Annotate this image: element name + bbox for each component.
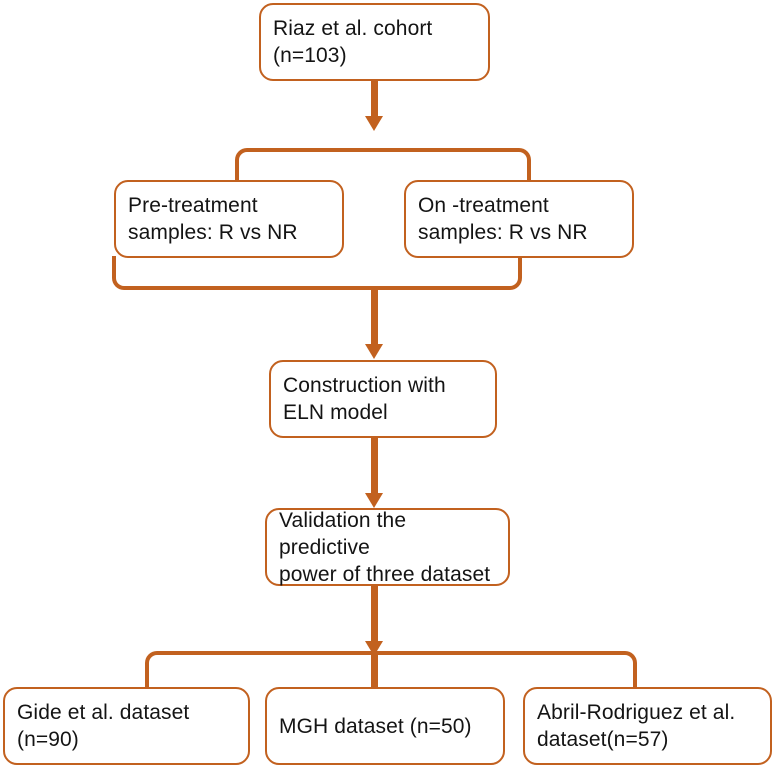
node-pre-treatment-label: Pre-treatment samples: R vs NR xyxy=(128,194,298,244)
node-gide-dataset-label: Gide et al. dataset (n=90) xyxy=(17,701,190,751)
edge-split-datasets-bracket xyxy=(145,651,637,689)
node-on-treatment[interactable]: On -treatment samples: R vs NR xyxy=(404,180,634,258)
node-validation-label: Validation the predictive power of three… xyxy=(279,508,491,586)
node-validation[interactable]: Validation the predictive power of three… xyxy=(265,508,510,586)
node-on-treatment-label: On -treatment samples: R vs NR xyxy=(418,194,588,244)
node-gide-dataset[interactable]: Gide et al. dataset (n=90) xyxy=(3,687,250,765)
node-abril-rodriguez-dataset[interactable]: Abril-Rodriguez et al. dataset(n=57) xyxy=(523,687,772,765)
node-eln-model-label: Construction with ELN model xyxy=(283,374,446,424)
node-riaz-cohort-label: Riaz et al. cohort (n=103) xyxy=(273,17,433,67)
node-pre-treatment[interactable]: Pre-treatment samples: R vs NR xyxy=(114,180,344,258)
edge-validation-arrowhead xyxy=(365,641,383,656)
edge-merge-treatment-bracket xyxy=(112,256,522,290)
edge-validation-stem xyxy=(371,586,378,646)
edge-merge-to-eln-arrowhead xyxy=(365,344,383,359)
node-abril-rodriguez-dataset-label: Abril-Rodriguez et al. dataset(n=57) xyxy=(537,701,736,751)
node-mgh-dataset-label: MGH dataset (n=50) xyxy=(279,714,472,738)
edge-split-treatment-bracket xyxy=(235,148,531,182)
edge-eln-to-validation-stem xyxy=(371,438,378,494)
edge-cohort-arrowhead xyxy=(365,116,383,131)
edge-cohort-stem xyxy=(371,81,378,117)
edge-eln-to-validation-arrowhead xyxy=(365,493,383,508)
node-riaz-cohort[interactable]: Riaz et al. cohort (n=103) xyxy=(259,3,490,81)
edge-split-datasets-center-stub xyxy=(371,651,378,689)
node-eln-model[interactable]: Construction with ELN model xyxy=(269,360,497,438)
node-mgh-dataset[interactable]: MGH dataset (n=50) xyxy=(265,687,505,765)
edge-merge-to-eln-stem xyxy=(371,286,378,344)
